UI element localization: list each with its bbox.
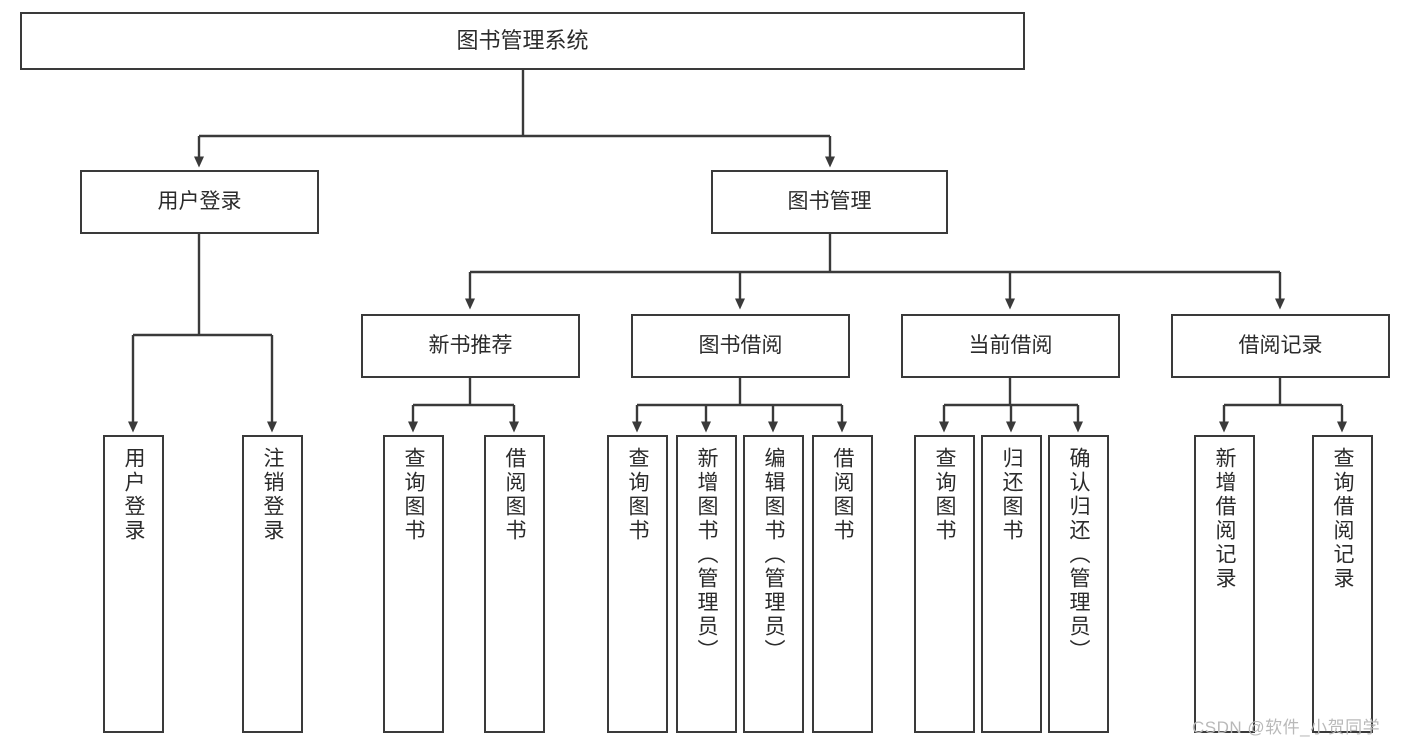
node-label: 新增图书（管理员） <box>695 447 718 663</box>
leaf-borrow-book-new-recommend[interactable]: 借阅图书 <box>484 435 545 733</box>
node-label: 借阅图书 <box>831 447 854 543</box>
node-label: 用户登录 <box>157 189 242 213</box>
leaf-user-login[interactable]: 用户登录 <box>103 435 164 733</box>
node-label: 查询图书 <box>402 447 425 543</box>
leaf-confirm-return-admin[interactable]: 确认归还（管理员） <box>1048 435 1109 733</box>
node-label: 当前借阅 <box>968 333 1053 357</box>
node-label: 新书推荐 <box>428 333 513 357</box>
node-label: 查询图书 <box>933 447 956 543</box>
node-book-manage[interactable]: 图书管理 <box>711 170 948 234</box>
node-label: 编辑图书（管理员） <box>762 447 785 663</box>
node-new-book-recommend[interactable]: 新书推荐 <box>361 314 580 378</box>
node-label: 借阅记录 <box>1238 333 1323 357</box>
leaf-return-book[interactable]: 归还图书 <box>981 435 1042 733</box>
node-label: 图书管理系统 <box>456 28 589 54</box>
leaf-query-borrow-record[interactable]: 查询借阅记录 <box>1312 435 1373 733</box>
node-label: 查询图书 <box>626 447 649 543</box>
leaf-borrow-book-borrow[interactable]: 借阅图书 <box>812 435 873 733</box>
leaf-query-book-borrow[interactable]: 查询图书 <box>607 435 668 733</box>
leaf-query-book-new-recommend[interactable]: 查询图书 <box>383 435 444 733</box>
node-label: 注销登录 <box>261 447 284 543</box>
leaf-query-book-current[interactable]: 查询图书 <box>914 435 975 733</box>
node-label: 查询借阅记录 <box>1331 447 1354 591</box>
leaf-add-borrow-record[interactable]: 新增借阅记录 <box>1194 435 1255 733</box>
leaf-edit-book-admin[interactable]: 编辑图书（管理员） <box>743 435 804 733</box>
node-label: 图书借阅 <box>698 333 783 357</box>
node-current-borrow[interactable]: 当前借阅 <box>901 314 1120 378</box>
node-label: 新增借阅记录 <box>1213 447 1236 591</box>
node-root-system[interactable]: 图书管理系统 <box>20 12 1025 70</box>
node-label: 归还图书 <box>1000 447 1023 543</box>
node-label: 用户登录 <box>122 447 145 543</box>
leaf-logout-login[interactable]: 注销登录 <box>242 435 303 733</box>
node-label: 借阅图书 <box>503 447 526 543</box>
node-label: 图书管理 <box>787 189 872 213</box>
node-label: 确认归还（管理员） <box>1067 447 1090 663</box>
node-user-login[interactable]: 用户登录 <box>80 170 319 234</box>
node-book-borrow[interactable]: 图书借阅 <box>631 314 850 378</box>
leaf-add-book-admin[interactable]: 新增图书（管理员） <box>676 435 737 733</box>
node-borrow-record[interactable]: 借阅记录 <box>1171 314 1390 378</box>
csdn-watermark: CSDN @软件_小贺同学 <box>1192 718 1381 737</box>
